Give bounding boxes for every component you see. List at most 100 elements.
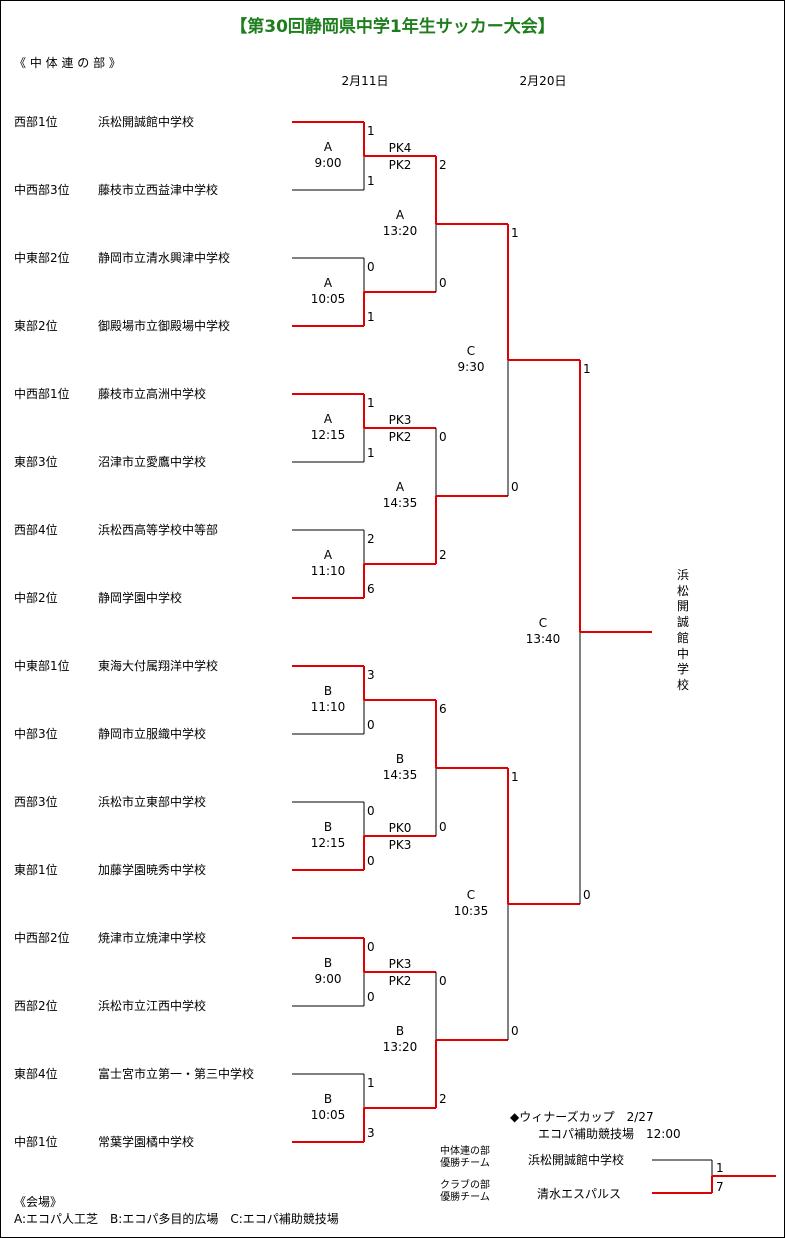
score-bottom: 1 [367,446,375,460]
team-name: 東海大付属翔洋中学校 [98,659,219,673]
score-top: 1 [511,226,519,240]
score-bottom: 0 [367,990,375,1004]
pk-score-bottom: PK2 [388,430,412,444]
score-top: 1 [583,362,591,376]
team-rank: 西部2位 [14,999,58,1013]
date-round3: 2月20日 [519,74,567,88]
pk-score-bottom: PK2 [388,974,412,988]
match-time: 12:15 [310,428,346,442]
match-time: 13:20 [382,1040,418,1054]
label-club-winner: クラブの部 優勝チーム [440,1180,490,1203]
pk-score-top: PK4 [388,141,412,155]
score-bottom: 1 [367,310,375,324]
winners-cup-score-a: 1 [716,1161,724,1175]
winners-cup-score-b: 7 [716,1180,724,1194]
match-time: 11:10 [310,700,346,714]
match-venue: B [395,752,405,766]
team-name: 静岡市立清水興津中学校 [98,251,231,265]
team-name: 静岡市立服織中学校 [98,727,207,741]
score-bottom: 0 [511,480,519,494]
score-bottom: 0 [367,854,375,868]
match-venue: A [395,480,405,494]
match-venue: A [323,140,333,154]
score-top: 0 [439,430,447,444]
winners-cup-team-a: 浜松開誠館中学校 [528,1153,625,1167]
match-time: 13:20 [382,224,418,238]
score-top: 0 [367,940,375,954]
pk-score-top: PK3 [388,413,412,427]
champion-name: 浜松開誠館中学校 [676,568,689,692]
match-time: 12:15 [310,836,346,850]
venues-heading: 《会場》 [14,1195,63,1209]
team-rank: 東部1位 [14,863,58,877]
match-time: 10:35 [453,904,489,918]
team-name: 静岡学園中学校 [98,591,183,605]
team-name: 藤枝市立高洲中学校 [98,387,207,401]
winners-cup-team-b: 清水エスパルス [537,1187,622,1201]
match-venue: C [538,616,548,630]
match-venue: B [323,956,333,970]
team-rank: 中西部2位 [14,931,70,945]
team-rank: 中西部3位 [14,183,70,197]
match-time: 10:05 [310,1108,346,1122]
team-rank: 西部3位 [14,795,58,809]
score-bottom: 0 [511,1024,519,1038]
venues-list: A:エコパ人工芝 B:エコパ多目的広場 C:エコパ補助競技場 [14,1212,339,1226]
score-top: 1 [367,396,375,410]
team-rank: 西部4位 [14,523,58,537]
team-name: 焼津市立焼津中学校 [98,931,207,945]
score-bottom: 0 [439,276,447,290]
team-name: 常葉学園橘中学校 [98,1135,195,1149]
winners-cup-title: ◆ウィナーズカップ 2/27 [510,1110,654,1124]
pk-score-bottom: PK3 [388,838,412,852]
match-time: 9:00 [314,972,342,986]
match-venue: A [323,412,333,426]
team-name: 富士宮市立第一・第三中学校 [98,1067,255,1081]
match-time: 9:30 [457,360,485,374]
score-top: 0 [439,974,447,988]
score-top: 3 [367,668,375,682]
score-top: 0 [367,260,375,274]
team-name: 浜松開誠館中学校 [98,115,195,129]
team-rank: 東部4位 [14,1067,58,1081]
pk-score-top: PK3 [388,957,412,971]
match-time: 11:10 [310,564,346,578]
score-bottom: 1 [367,174,375,188]
score-top: 6 [439,702,447,716]
match-time: 14:35 [382,768,418,782]
team-rank: 中部2位 [14,591,58,605]
team-name: 沼津市立愛鷹中学校 [98,455,207,469]
team-rank: 中部3位 [14,727,58,741]
team-name: 浜松市立江西中学校 [98,999,207,1013]
label-chutairen-winner: 中体連の部 優勝チーム [440,1146,490,1169]
score-top: 2 [439,158,447,172]
team-rank: 東部3位 [14,455,58,469]
score-top: 2 [367,532,375,546]
team-rank: 西部1位 [14,115,58,129]
match-venue: B [323,820,333,834]
match-time: 14:35 [382,496,418,510]
match-time: 9:00 [314,156,342,170]
pk-score-bottom: PK2 [388,158,412,172]
match-venue: A [323,276,333,290]
pk-score-top: PK0 [388,821,412,835]
date-round1: 2月11日 [341,74,389,88]
team-rank: 中東部2位 [14,251,70,265]
match-time: 13:40 [525,632,561,646]
match-venue: A [323,548,333,562]
page-title: 【第30回静岡県中学1年生サッカー大会】 [230,17,555,37]
team-rank: 中部1位 [14,1135,58,1149]
score-bottom: 2 [439,548,447,562]
team-rank: 中西部1位 [14,387,70,401]
score-top: 1 [367,124,375,138]
score-bottom: 0 [583,888,591,902]
score-bottom: 2 [439,1092,447,1106]
score-bottom: 6 [367,582,375,596]
team-name: 藤枝市立西益津中学校 [98,183,219,197]
score-top: 0 [367,804,375,818]
winners-cup-venue: エコパ補助競技場 12:00 [538,1127,681,1141]
team-rank: 中東部1位 [14,659,70,673]
section-heading: 《 中 体 連 の 部 》 [14,56,121,70]
score-bottom: 3 [367,1126,375,1140]
